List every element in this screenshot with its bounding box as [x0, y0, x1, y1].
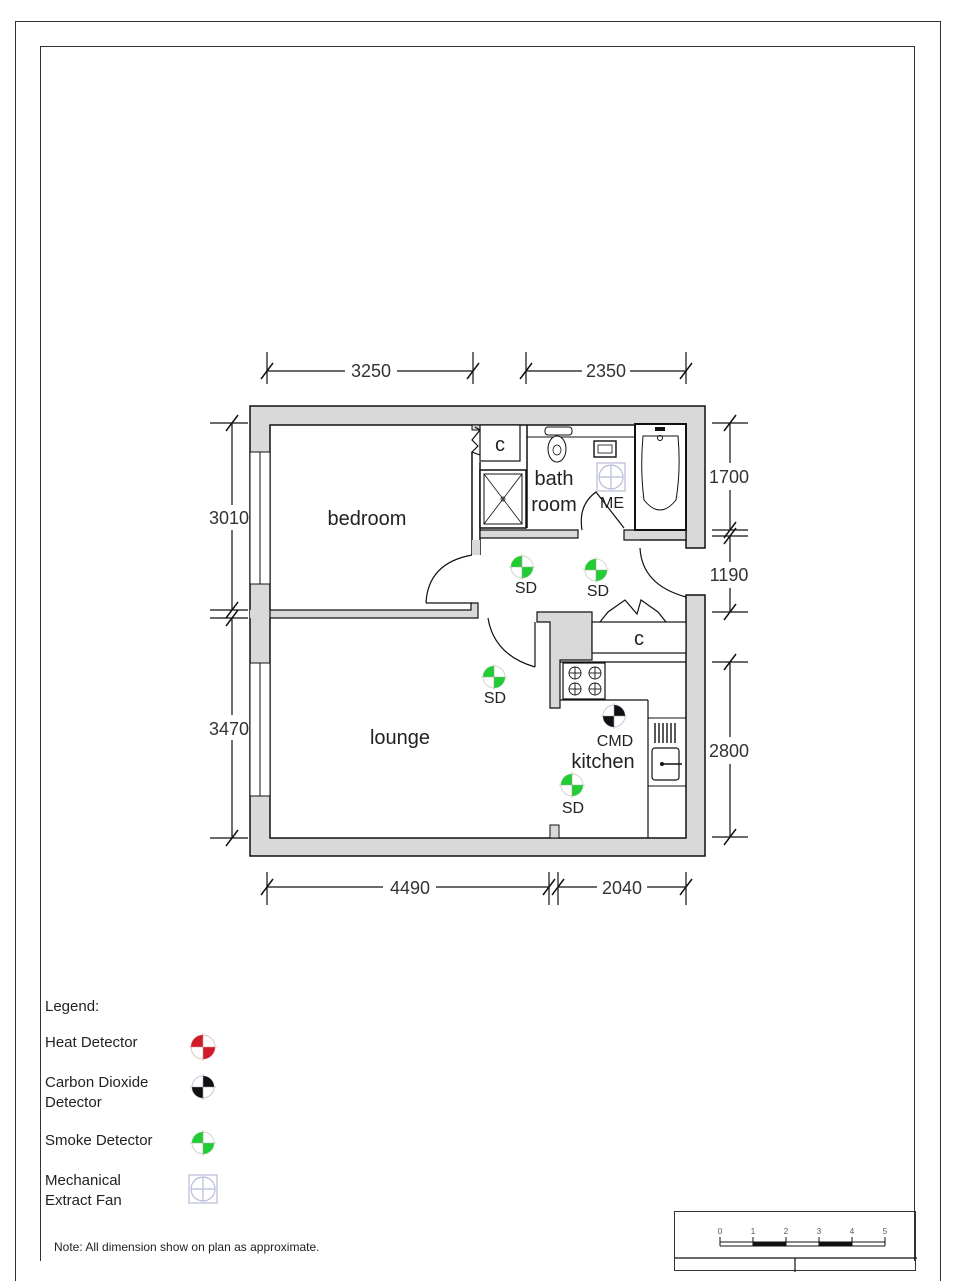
legend-item-smoke: Smoke Detector — [45, 1129, 275, 1171]
device-label: SD — [587, 583, 609, 600]
room-label-bedroom: bedroom — [328, 508, 407, 530]
scale-tick-label: 5 — [883, 1227, 888, 1236]
cupboard-label-hall: c — [634, 628, 644, 650]
scale-tick-label: 0 — [718, 1227, 723, 1236]
smoke-detector-icon — [189, 1129, 217, 1157]
device-label: SD — [484, 690, 506, 707]
co-detector-icon — [189, 1073, 217, 1101]
scale-bar-box: 0 1 2 3 4 5 — [674, 1211, 917, 1272]
legend-label: Mechanical Extract Fan — [45, 1172, 122, 1209]
scale-tick-label: 4 — [850, 1227, 855, 1236]
dimension-left-lower: 3470 — [209, 719, 249, 739]
device-label: CMD — [597, 733, 633, 750]
smoke-detector-icon — [582, 556, 610, 584]
legend-label: Smoke Detector — [45, 1132, 153, 1149]
dimension-right-upper: 1700 — [709, 467, 749, 487]
dimension-bottom-right: 2040 — [602, 878, 642, 898]
co-detector-icon — [600, 702, 628, 730]
walls — [249, 405, 706, 857]
scale-tick-label: 2 — [784, 1227, 789, 1236]
legend-item-heat: Heat Detector — [45, 1032, 275, 1073]
dimension-right-middle: 1190 — [710, 565, 749, 585]
dimension-lines — [210, 352, 748, 905]
dimension-left-upper: 3010 — [209, 508, 249, 528]
room-label-kitchen: kitchen — [571, 751, 634, 773]
smoke-detector-icon — [480, 663, 508, 691]
legend: Legend: Heat Detector Carbon Dioxide Det… — [45, 998, 275, 1211]
dimension-top-right: 2350 — [586, 361, 626, 381]
device-label: SD — [515, 580, 537, 597]
legend-title: Legend: — [45, 998, 100, 1015]
legend-label: Heat Detector — [45, 1034, 138, 1051]
dimension-top-left: 3250 — [351, 361, 391, 381]
room-label-bath: bath — [535, 468, 574, 490]
heat-detector-icon — [188, 1032, 218, 1062]
legend-label: Carbon Dioxide Detector — [45, 1074, 149, 1111]
scale-tick-label: 3 — [817, 1227, 822, 1236]
outer-frame — [15, 21, 941, 1281]
room-label-room: room — [531, 494, 577, 516]
smoke-detector-icon — [558, 771, 586, 799]
dimension-right-lower: 2800 — [709, 741, 749, 761]
inner-frame — [40, 46, 915, 1261]
legend-item-fan: Mechanical Extract Fan — [45, 1171, 275, 1211]
approximate-note: Note: All dimension show on plan as appr… — [54, 1240, 320, 1254]
scale-bar: 0 1 2 3 4 5 — [675, 1227, 917, 1272]
dimension-bottom-left: 4490 — [390, 878, 430, 898]
cupboard-label-bedroom: c — [495, 434, 505, 456]
extract-fan-icon — [188, 1174, 218, 1204]
device-label: SD — [562, 800, 584, 817]
scale-tick-label: 1 — [751, 1227, 756, 1236]
legend-item-co: Carbon Dioxide Detector — [45, 1073, 275, 1131]
device-label: ME — [600, 495, 624, 512]
room-label-lounge: lounge — [370, 727, 430, 749]
extract-fan-icon — [596, 462, 626, 492]
smoke-detector-icon — [508, 553, 536, 581]
